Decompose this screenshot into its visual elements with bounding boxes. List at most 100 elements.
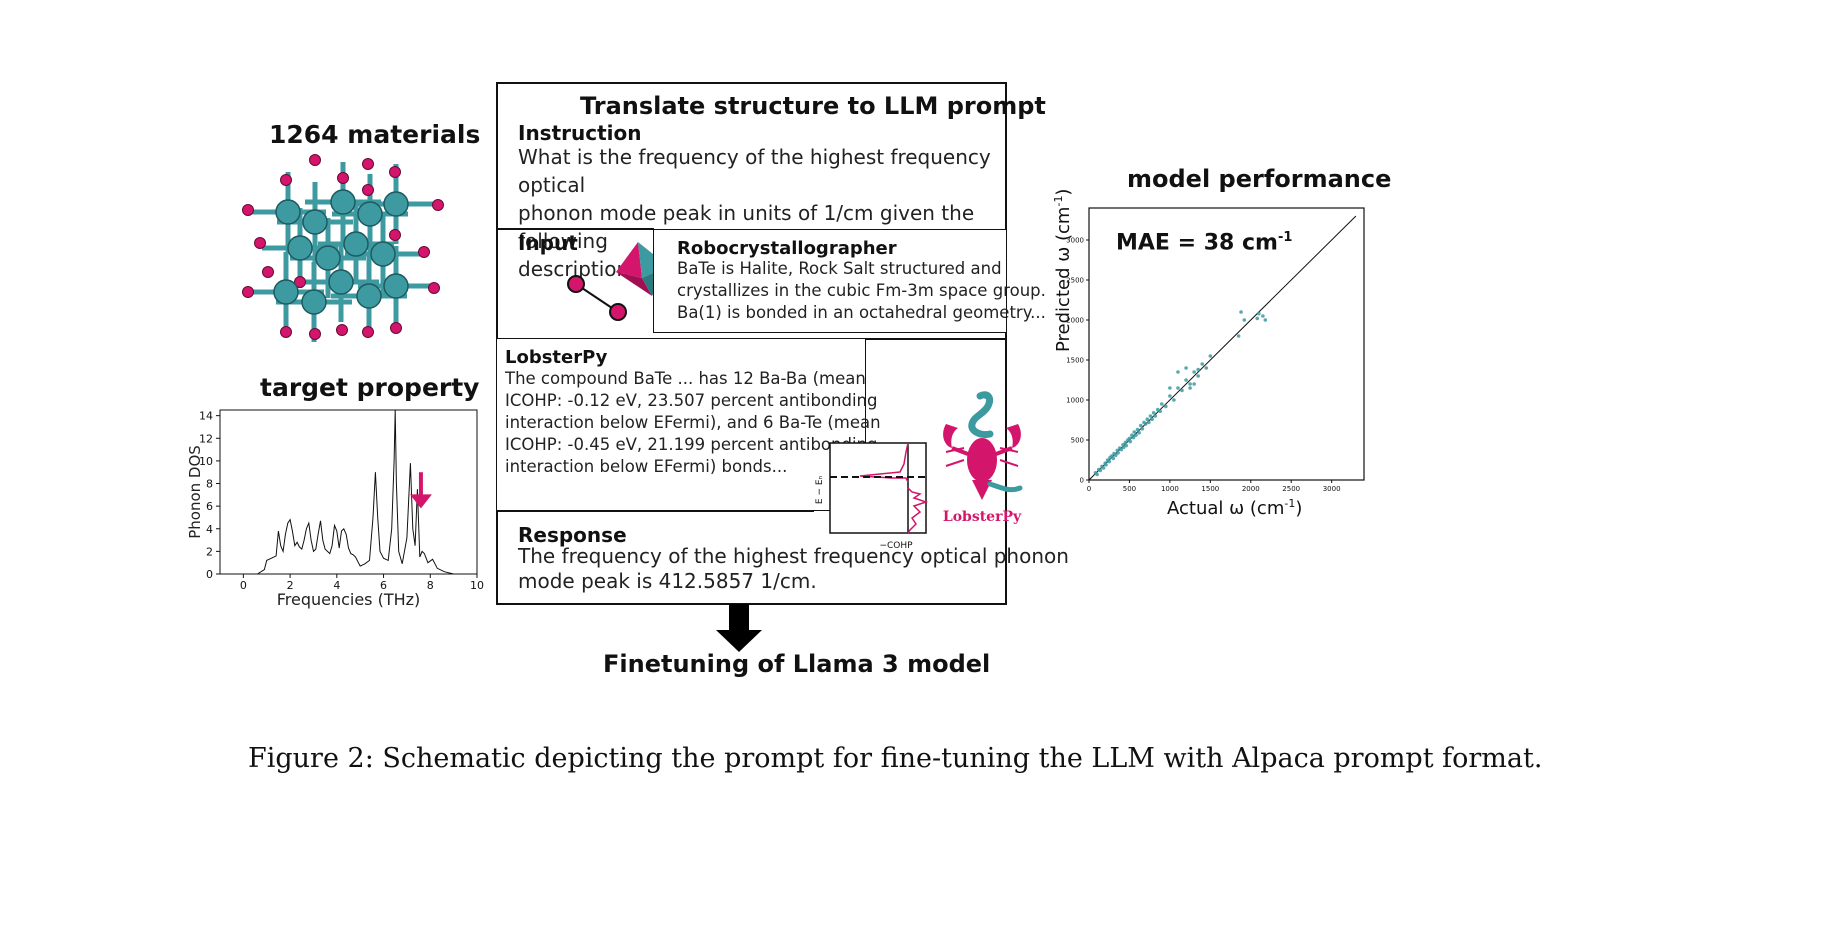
dos-xtick-label: 8 [427,579,434,592]
response-line: mode peak is 412.5857 1/cm. [518,569,817,593]
parity-ytick-label: 2500 [1066,277,1084,285]
te-atom [280,174,292,186]
parity-point [1124,443,1129,448]
materials-title: 1264 materials [269,120,481,149]
robo-line: BaTe is Halite, Rock Salt structured and [677,259,1002,278]
parity-xlabel: Actual ω (cm-1) [1167,497,1302,519]
parity-point [1184,378,1188,382]
parity-point [1159,402,1164,406]
parity-point [1098,468,1103,473]
dos-axes-frame [219,409,478,575]
parity-point [1101,466,1106,470]
parity-point [1257,311,1261,316]
down-arrow-icon [716,604,762,652]
mae-text: MAE = 38 cm [1116,230,1278,256]
parity-point [1116,451,1120,455]
parity-point [1208,354,1213,358]
lobster-logo: LobsterPy [943,391,1023,525]
te-atom [294,276,306,288]
parity-ylabel-sup: -1 [1052,195,1065,207]
parity-point [1104,463,1108,467]
parity-point [1164,404,1168,409]
cohp-ylabel: E − Eₙ [815,475,825,504]
lobster-line: interaction below EFermi) bonds... [505,457,788,476]
instruction-line: phonon mode peak in units of 1/cm given … [518,201,975,253]
robocrystallographer-text: BaTe is Halite, Rock Salt structured and… [677,258,1046,324]
te-atom [242,204,254,216]
lobsterpy-divider-right [865,338,1007,340]
parity-point [1147,420,1151,425]
te-atom [254,237,266,249]
parity-point [1137,431,1141,435]
parity-point [1148,414,1153,418]
parity-point [1168,394,1172,398]
ba-atom [330,189,356,215]
te-atom [389,166,401,178]
parity-point [1140,427,1145,431]
ba-atom [357,201,383,227]
dos-ytick-label: 6 [206,500,213,513]
figure-caption: Figure 2: Schematic depicting the prompt… [248,743,1543,774]
robocrystallographer-title: Robocrystallographer [677,238,897,259]
parity-point [1192,382,1196,386]
parity-point [1204,366,1209,370]
parity-xtick-label: 2500 [1282,485,1300,493]
lobsterpy-logo-text: LobsterPy [943,509,1022,525]
instruction-divider [496,228,654,230]
parity-xtick-label: 500 [1123,485,1136,493]
ba-atom [273,279,299,305]
mae-label: MAE = 38 cm-1 [1116,230,1292,255]
parity-point [1111,456,1116,461]
dos-xtick-label: 4 [333,579,340,592]
response-label: Response [518,523,627,547]
bond-molecule-icon [567,275,627,321]
robo-line: crystallizes in the cubic Fm-3m space gr… [677,281,1046,300]
parity-point [1176,370,1180,374]
parity-point [1158,409,1162,413]
ba-atom [275,199,301,225]
te-atom [242,286,254,298]
ba-atom [343,231,369,257]
lobsterpy-title: LobsterPy [505,347,608,368]
ba-atom [328,269,354,295]
lobster-line: ICOHP: -0.12 eV, 23.507 percent antibond… [505,391,878,410]
parity-ytick-label: 1000 [1066,397,1084,405]
dos-ytick-label: 0 [206,568,213,581]
robocrystallographer-box [653,229,1007,333]
parity-point [1236,334,1241,338]
parity-point [1192,370,1196,374]
dos-xtick-label: 10 [470,579,484,592]
parity-point [1188,386,1192,390]
instruction-line: What is the frequency of the highest fre… [518,145,991,197]
ba-atom [287,235,313,261]
parity-point [1145,417,1150,421]
cohp-plot: −COHP E − Eₙ [815,442,929,551]
parity-point [1119,447,1124,452]
lobster-line: interaction below EFermi), and 6 Ba-Te (… [505,413,881,432]
parity-ytick-label: 2000 [1066,317,1084,325]
dos-ytick-label: 10 [199,455,213,468]
te-atom [280,326,292,338]
instruction-label: Instruction [518,121,642,145]
target-property-title: target property [260,373,480,402]
te-atom [336,324,348,336]
parity-ytick-label: 1500 [1066,357,1084,365]
parity-xtick-label: 0 [1087,485,1091,493]
parity-ytick-label: 0 [1080,477,1084,485]
performance-title: model performance [1127,165,1392,193]
parity-xtick-label: 3000 [1323,485,1341,493]
parity-ylabel-text: Predicted ω (cm [1053,206,1074,352]
parity-point [1127,436,1132,441]
lobster-line: The compound BaTe ... has 12 Ba-Ba (mean [505,369,866,388]
parity-point [1128,439,1133,444]
te-atom [362,184,374,196]
lobsterpy-box [496,338,866,511]
te-atom [418,246,430,258]
mae-sup: -1 [1277,230,1293,245]
peak-arrow-head [409,494,432,509]
dos-ytick-label: 12 [199,432,213,445]
dos-ytick-label: 8 [206,478,213,491]
parity-point [1255,316,1260,321]
